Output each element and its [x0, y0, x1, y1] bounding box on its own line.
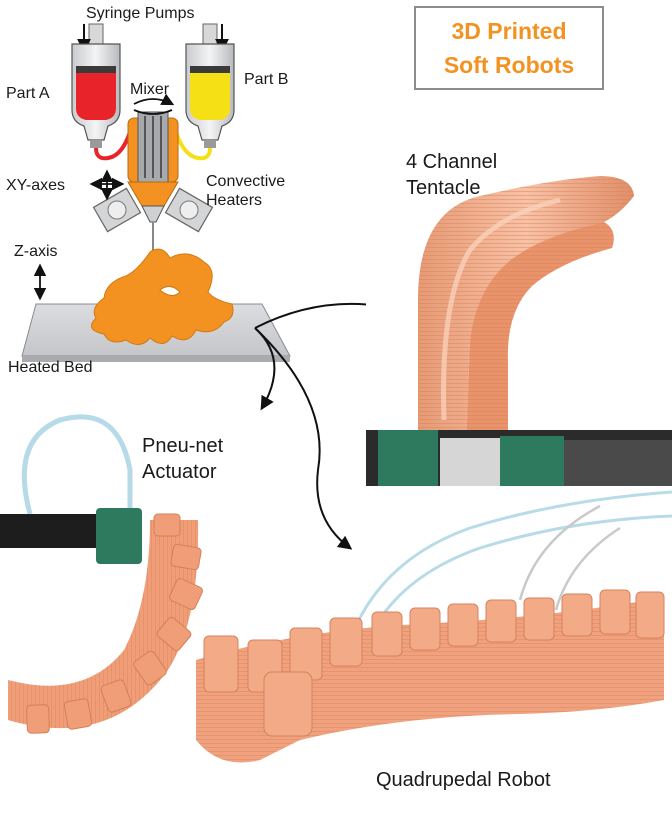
xy-axes-label: XY-axes: [6, 177, 65, 194]
mixer: [127, 93, 179, 252]
syringe-part-a: [71, 43, 121, 148]
part-a-label: Part A: [6, 85, 50, 102]
title-line-1: 3D Printed: [451, 18, 567, 44]
heater-left: [92, 187, 142, 233]
pneunet-label-line-1: Pneu-net: [142, 435, 224, 457]
quadruped-photo: [196, 490, 672, 763]
tentacle-label-line-2: Tentacle: [406, 177, 481, 199]
tube-part-b: [174, 131, 212, 161]
syringe-pumps-label: Syringe Pumps: [86, 5, 195, 22]
heater-right: [164, 187, 214, 233]
z-axis-label: Z-axis: [14, 243, 58, 260]
printed-part: [91, 248, 234, 345]
heated-bed-label: Heated Bed: [8, 359, 93, 376]
quadruped-label: Quadrupedal Robot: [376, 769, 551, 791]
syringe-part-b: [185, 43, 235, 148]
printer-schematic: [21, 23, 291, 362]
title-box: 3D Printed Soft Robots: [414, 6, 604, 90]
mixer-label: Mixer: [130, 81, 170, 98]
tube-part-a: [94, 131, 132, 161]
xy-axes-arrows: [89, 169, 125, 201]
part-b-label: Part B: [244, 71, 289, 88]
tentacle-photo: [366, 140, 672, 486]
title-line-2: Soft Robots: [443, 52, 575, 78]
tentacle-label-line-1: 4 Channel: [406, 151, 498, 173]
pneunet-label-line-2: Actuator: [142, 461, 217, 483]
pneunet-photo: [0, 414, 203, 734]
convective-heaters-label: Convective Heaters: [206, 173, 286, 209]
